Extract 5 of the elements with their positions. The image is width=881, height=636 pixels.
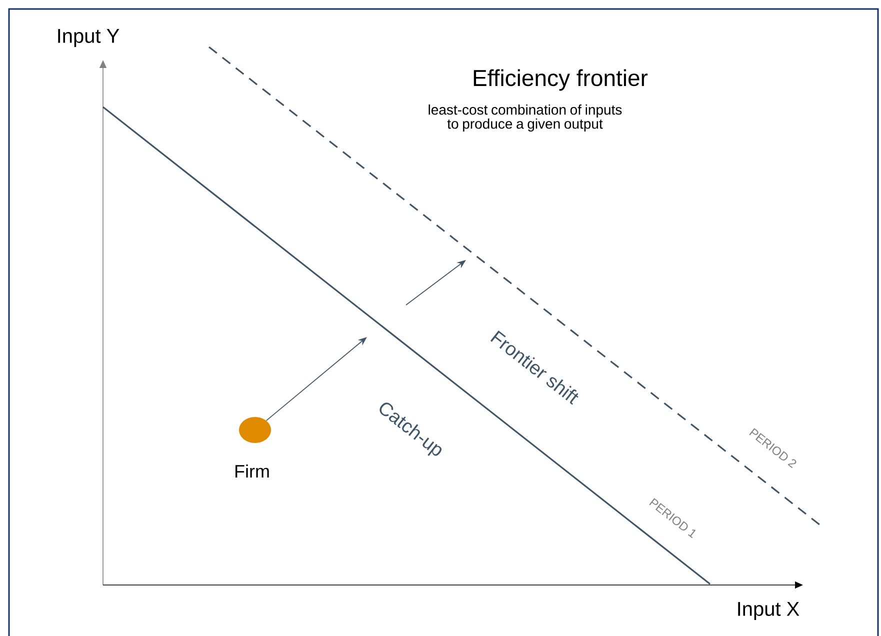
label: Input X <box>738 602 800 620</box>
label: Input Y <box>58 29 120 47</box>
title: Efficiency frontier <box>474 69 648 91</box>
firm-label: Firm <box>236 464 269 478</box>
label: least-cost combination of inputs to produce a given output <box>428 104 622 132</box>
